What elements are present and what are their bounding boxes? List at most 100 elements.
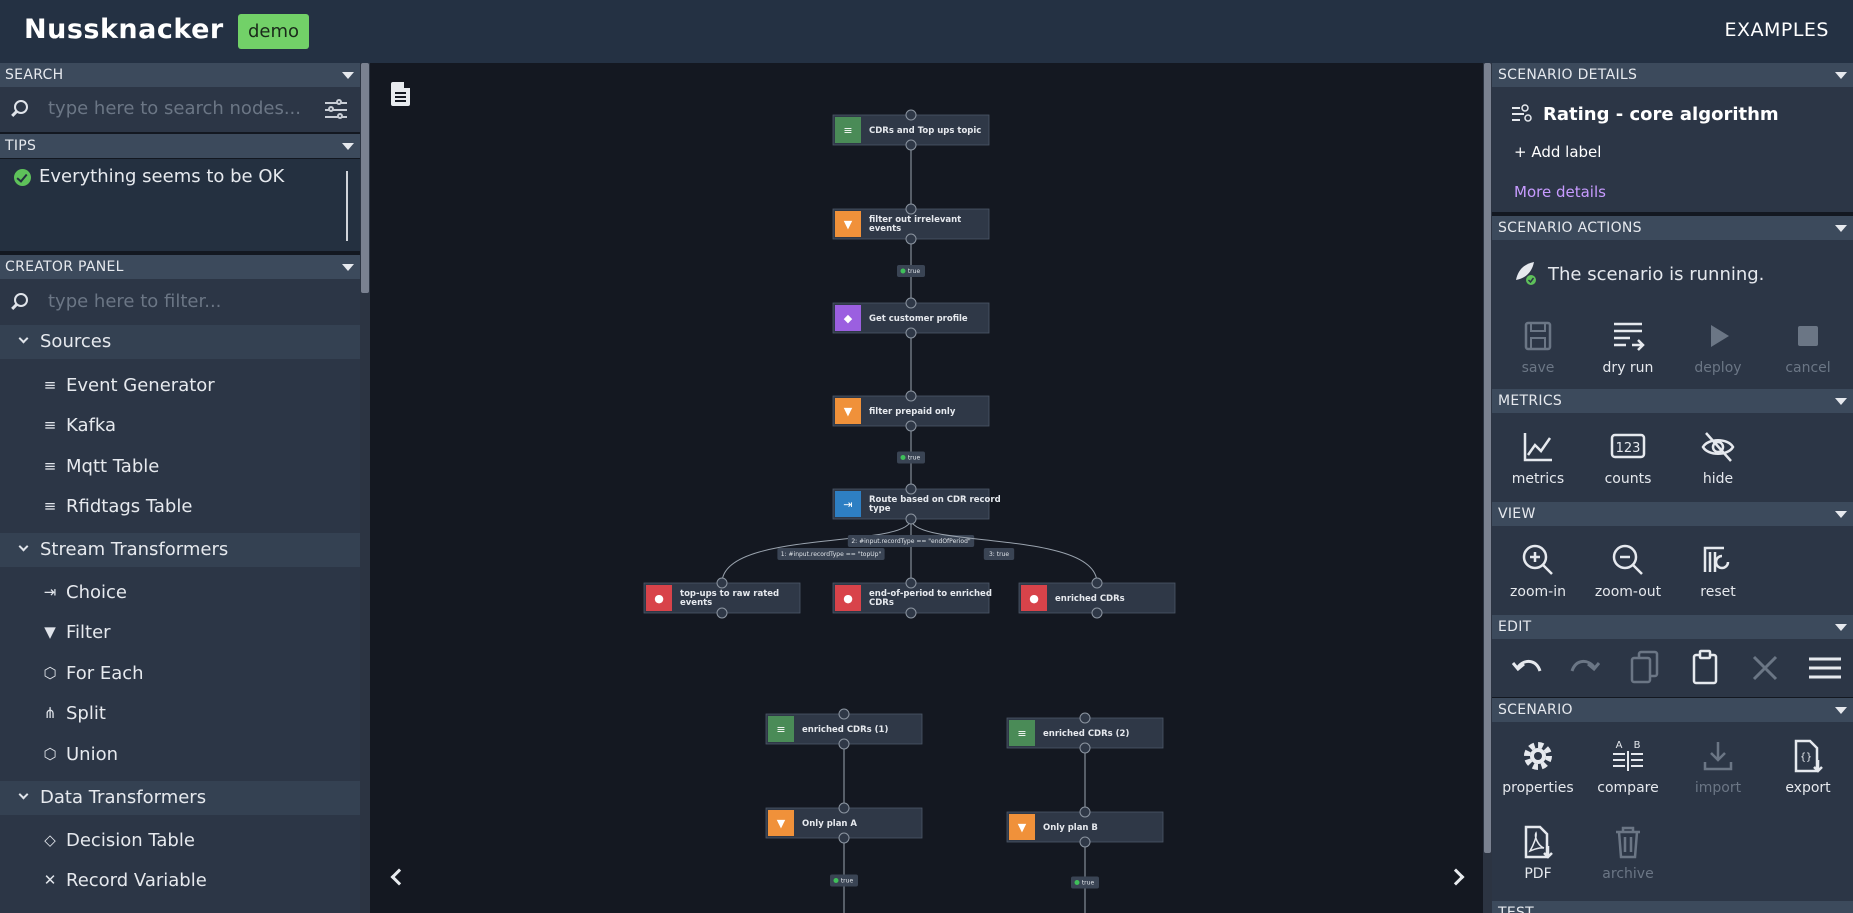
add-label-button[interactable]: + Add label bbox=[1514, 143, 1602, 161]
graph-node-source[interactable]: ≡CDRs and Top ups topic bbox=[832, 109, 990, 151]
creator-item-event-generator[interactable]: ≡ Event Generator bbox=[0, 366, 360, 406]
node-input-port[interactable] bbox=[905, 109, 917, 121]
node-output-port[interactable] bbox=[905, 327, 917, 339]
node-input-port[interactable] bbox=[1079, 712, 1091, 724]
creator-item-for-each[interactable]: ⬡ For Each bbox=[0, 654, 360, 694]
collapse-caret-icon[interactable] bbox=[342, 264, 354, 271]
graph-node-source[interactable]: ≡enriched CDRs (1) bbox=[765, 708, 923, 750]
node-input-port[interactable] bbox=[905, 203, 917, 215]
creator-item-mqtt-table[interactable]: ≡ Mqtt Table bbox=[0, 447, 360, 487]
metrics-button[interactable]: metrics bbox=[1493, 429, 1583, 487]
creator-item-split[interactable]: ⋔ Split bbox=[0, 694, 360, 734]
node-search-input[interactable]: type here to search nodes... bbox=[0, 89, 360, 129]
save-button[interactable]: save bbox=[1493, 318, 1583, 376]
cancel-button[interactable]: cancel bbox=[1763, 318, 1853, 376]
collapse-caret-icon[interactable] bbox=[342, 72, 354, 79]
graph-node-filter[interactable]: ▼filter prepaid only bbox=[832, 390, 990, 432]
creator-group-sources[interactable]: Sources bbox=[0, 325, 360, 359]
delete-x-icon[interactable] bbox=[1748, 651, 1782, 685]
edge-label-box[interactable] bbox=[897, 265, 925, 277]
node-input-port[interactable] bbox=[905, 577, 917, 589]
zoom-in-button[interactable]: zoom-in bbox=[1493, 542, 1583, 600]
node-input-port[interactable] bbox=[716, 577, 728, 589]
zoom-out-button[interactable]: zoom-out bbox=[1583, 542, 1673, 600]
edge-label-box[interactable] bbox=[777, 548, 885, 560]
copy-icon[interactable] bbox=[1628, 649, 1662, 685]
edge-label-box[interactable] bbox=[830, 874, 858, 887]
left-panel-scrollbar[interactable] bbox=[360, 63, 370, 913]
paste-icon[interactable] bbox=[1688, 649, 1722, 685]
graph-node-filter[interactable]: ▼Only plan A bbox=[765, 802, 923, 844]
graph-node-filter[interactable]: ▼Only plan B bbox=[1006, 806, 1164, 848]
node-output-port[interactable] bbox=[1079, 742, 1091, 754]
edge-label-box[interactable] bbox=[847, 535, 975, 547]
creator-item-kafka[interactable]: ≡ Kafka bbox=[0, 406, 360, 446]
node-input-port[interactable] bbox=[1079, 806, 1091, 818]
graph-edge[interactable] bbox=[721, 518, 912, 584]
undo-icon[interactable] bbox=[1510, 651, 1544, 685]
node-input-port[interactable] bbox=[905, 390, 917, 402]
creator-group-stream-transformers[interactable]: Stream Transformers bbox=[0, 533, 360, 567]
node-input-port[interactable] bbox=[838, 802, 850, 814]
left-panel-scrollbar-thumb[interactable] bbox=[361, 63, 369, 293]
node-output-port[interactable] bbox=[905, 233, 917, 245]
canvas-scrollbar-thumb[interactable] bbox=[1484, 63, 1491, 853]
document-icon[interactable] bbox=[391, 82, 410, 106]
scenario-header[interactable]: SCENARIO bbox=[1492, 698, 1853, 722]
edit-header[interactable]: EDIT bbox=[1492, 615, 1853, 639]
nav-examples-link[interactable]: EXAMPLES bbox=[1724, 19, 1829, 41]
dry-run-button[interactable]: dry run bbox=[1583, 318, 1673, 376]
redo-icon[interactable] bbox=[1568, 651, 1602, 685]
export-button[interactable]: {} export bbox=[1763, 738, 1853, 796]
reset-view-button[interactable]: reset bbox=[1673, 542, 1763, 600]
hide-button[interactable]: hide bbox=[1673, 429, 1763, 487]
more-details-link[interactable]: More details bbox=[1514, 183, 1606, 201]
deploy-button[interactable]: deploy bbox=[1673, 318, 1763, 376]
app-logo[interactable]: Nussknacker bbox=[24, 14, 224, 45]
creator-item-filter[interactable]: ▼ Filter bbox=[0, 613, 360, 653]
creator-group-data-transformers[interactable]: Data Transformers bbox=[0, 781, 360, 815]
graph-node-source[interactable]: ≡enriched CDRs (2) bbox=[1006, 712, 1164, 754]
graph-node-enricher[interactable]: ◆Get customer profile bbox=[832, 297, 990, 339]
node-output-port[interactable] bbox=[838, 738, 850, 750]
view-header[interactable]: VIEW bbox=[1492, 502, 1853, 526]
tips-scrollbar[interactable] bbox=[346, 171, 348, 241]
node-input-port[interactable] bbox=[838, 708, 850, 720]
metrics-header[interactable]: METRICS bbox=[1492, 389, 1853, 413]
creator-item-decision-table[interactable]: ◇ Decision Table bbox=[0, 821, 360, 861]
collapse-caret-icon[interactable] bbox=[1835, 398, 1847, 405]
graph-edge[interactable] bbox=[910, 518, 1098, 584]
edge-label-box[interactable] bbox=[897, 451, 925, 464]
node-output-port[interactable] bbox=[905, 420, 917, 432]
node-output-port[interactable] bbox=[905, 139, 917, 151]
collapse-caret-icon[interactable] bbox=[342, 143, 354, 150]
node-output-port[interactable] bbox=[1091, 607, 1103, 619]
import-button[interactable]: import bbox=[1673, 738, 1763, 796]
node-output-port[interactable] bbox=[905, 607, 917, 619]
scenario-details-header[interactable]: SCENARIO DETAILS bbox=[1492, 63, 1853, 87]
properties-button[interactable]: properties bbox=[1493, 738, 1583, 796]
collapse-caret-icon[interactable] bbox=[1835, 72, 1847, 79]
edge-label-box[interactable] bbox=[1071, 876, 1099, 889]
node-output-port[interactable] bbox=[1079, 836, 1091, 848]
creator-item-choice[interactable]: ⇥ Choice bbox=[0, 573, 360, 613]
collapse-caret-icon[interactable] bbox=[1835, 225, 1847, 232]
creator-item-rfidtags-table[interactable]: ≡ Rfidtags Table bbox=[0, 487, 360, 527]
search-options-icon[interactable] bbox=[325, 99, 347, 119]
collapse-caret-icon[interactable] bbox=[1835, 624, 1847, 631]
collapse-caret-icon[interactable] bbox=[1835, 707, 1847, 714]
test-header[interactable]: TEST bbox=[1492, 901, 1853, 913]
layout-icon[interactable] bbox=[1806, 651, 1844, 685]
creator-item-union[interactable]: ⬡ Union bbox=[0, 735, 360, 775]
pdf-button[interactable]: PDF bbox=[1493, 824, 1583, 882]
collapse-caret-icon[interactable] bbox=[1835, 511, 1847, 518]
counts-button[interactable]: 123 counts bbox=[1583, 429, 1673, 487]
tips-panel-header[interactable]: TIPS bbox=[0, 134, 360, 158]
